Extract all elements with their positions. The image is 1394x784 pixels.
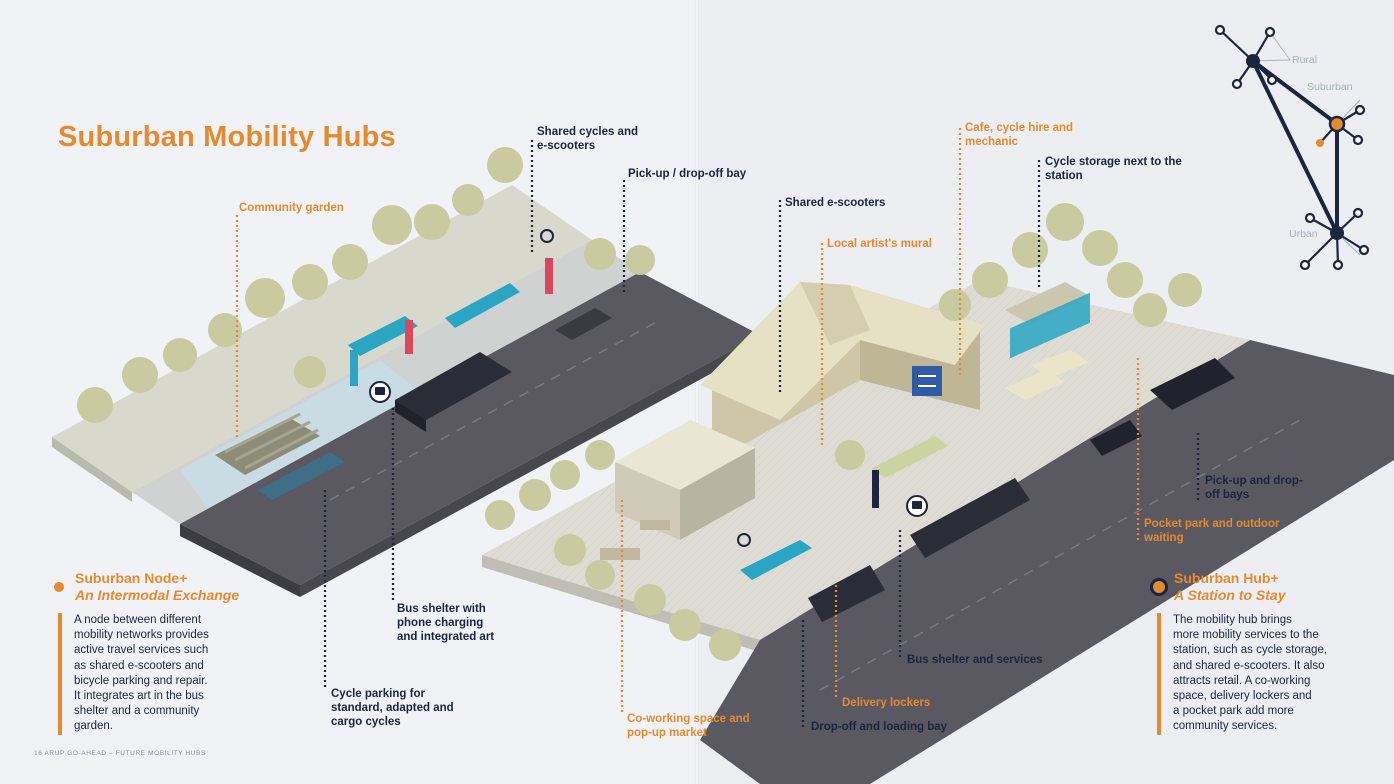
page-title: Suburban Mobility Hubs — [58, 121, 396, 153]
left-tree-row — [77, 147, 655, 423]
suburban-node-subtitle: An Intermodal Exchange — [75, 587, 240, 603]
callout-delivery-lockers: Delivery lockers — [842, 697, 931, 709]
cycle-parking-rack — [258, 452, 345, 500]
community-garden-beds — [215, 418, 320, 475]
wifi-icon — [540, 229, 554, 243]
hub-wifi-icon — [737, 533, 751, 547]
callout-cycle-storage: Cycle storage next to the station — [1045, 156, 1182, 182]
station-roof — [700, 282, 985, 420]
callout-pickup-dropoff-bay: Pick-up / drop-off bay — [628, 168, 747, 180]
right-car-1 — [808, 565, 885, 622]
leader-lines — [235, 128, 1200, 730]
suburban-hub-heading: Suburban Hub+ A Station to Stay — [1150, 570, 1286, 604]
network-label-suburban: Suburban — [1307, 81, 1353, 93]
callout-dropoff-loading: Drop-off and loading bay — [811, 721, 948, 733]
suburban-hub-block — [482, 280, 1394, 784]
page-footer: 16 ARUP GO-AHEAD – FUTURE MOBILITY HUBS — [34, 750, 206, 757]
callout-coworking: Co-working space and pop-up market — [627, 713, 750, 739]
left-bus — [395, 352, 512, 420]
callout-pickup-bays: Pick-up and drop- off bays — [1205, 475, 1303, 501]
hub-marker-icon — [1150, 578, 1168, 596]
grass-verge — [52, 185, 592, 492]
suburban-hub-subtitle: A Station to Stay — [1174, 587, 1286, 603]
left-car — [555, 308, 612, 340]
rail-sign — [912, 366, 942, 396]
coworking-building-top — [615, 420, 755, 490]
callout-local-mural: Local artist's mural — [827, 238, 932, 250]
suburban-node-heading: Suburban Node+ An Intermodal Exchange — [54, 570, 239, 604]
right-car-2 — [1090, 420, 1142, 456]
suburban-node-description: A node between different mobility networ… — [58, 613, 209, 735]
callout-community-garden: Community garden — [239, 202, 344, 214]
callout-cycle-parking: Cycle parking for standard, adapted and … — [331, 688, 454, 728]
suburban-node-title: Suburban Node+ — [75, 570, 188, 586]
shared-cycles-dock — [445, 283, 520, 328]
callout-pocket-park: Pocket park and outdoor waiting — [1144, 518, 1280, 544]
node-marker-icon — [54, 582, 64, 592]
delivery-lockers — [740, 540, 812, 580]
right-car-3 — [1150, 358, 1235, 410]
mobility-network-diagram — [1214, 24, 1370, 271]
suburban-hub-title: Suburban Hub+ — [1174, 570, 1279, 586]
callout-bus-shelter-art: Bus shelter with phone charging and inte… — [397, 603, 495, 643]
callout-cafe: Cafe, cycle hire and mechanic — [965, 122, 1074, 148]
right-tree-row — [485, 203, 1202, 661]
callout-shared-escooters: Shared e-scooters — [785, 197, 886, 209]
cycle-storage-shelter — [1005, 282, 1090, 324]
network-label-rural: Rural — [1292, 54, 1318, 66]
suburban-hub-description: The mobility hub brings more mobility se… — [1157, 613, 1327, 735]
network-label-urban: Urban — [1289, 228, 1318, 240]
hub-bus-shelter — [872, 436, 948, 478]
callout-bus-shelter-services: Bus shelter and services — [907, 654, 1043, 666]
market-stall — [600, 548, 640, 560]
page-fold — [695, 0, 699, 784]
right-bus — [910, 478, 1030, 558]
callout-shared-cycles: Shared cycles and e-scooters — [537, 126, 638, 152]
node-bus-shelter-roof — [348, 316, 418, 356]
